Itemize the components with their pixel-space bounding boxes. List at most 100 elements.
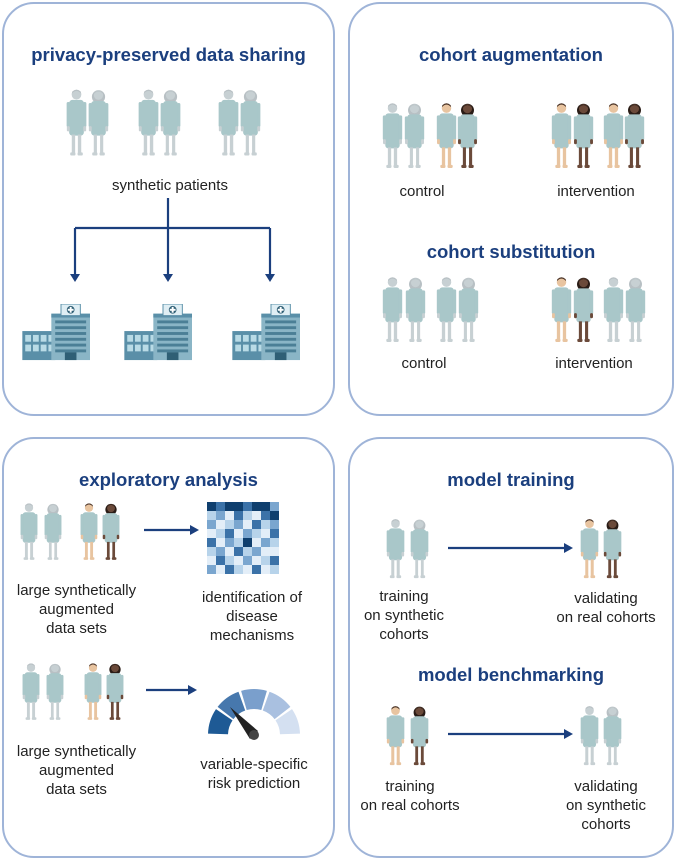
patient-icon (410, 518, 429, 580)
heatmap-cell (261, 520, 270, 529)
patient-icon (160, 88, 181, 158)
sub-control-label: control (401, 355, 447, 372)
patient-icon (66, 88, 87, 158)
arrow-right-icon (144, 525, 199, 535)
augmentation-title: cohort augmentation (419, 44, 603, 65)
heatmap-cell (252, 529, 261, 538)
heatmap-cell (261, 538, 270, 547)
bench-left-label: training on real cohorts (360, 778, 460, 814)
gauge-hub (249, 730, 259, 740)
hospital-icon (124, 304, 202, 362)
patient-icon (88, 88, 109, 158)
heatmap-cell (207, 502, 216, 511)
arrow-right-icon (448, 543, 573, 553)
heatmap-cell (216, 529, 225, 538)
heatmap-cell (234, 511, 243, 520)
patient-icon (22, 662, 40, 722)
panel-data-sharing: privacy-preserved data sharing synthetic… (2, 2, 335, 416)
heatmap-cell (234, 520, 243, 529)
heatmap-icon (207, 502, 279, 574)
heatmap-cell (243, 502, 252, 511)
heatmap-cell (261, 529, 270, 538)
patient-icon (624, 102, 645, 170)
aug-intervention-label: intervention (557, 183, 635, 200)
heatmap-cell (261, 502, 270, 511)
patient-icon (436, 276, 457, 344)
patient-icon (573, 102, 594, 170)
heatmap-cell (234, 547, 243, 556)
patient-icon (551, 276, 572, 344)
heatmap-cell (216, 538, 225, 547)
heatmap-cell (252, 520, 261, 529)
heatmap-cell (252, 538, 261, 547)
patient-icon (386, 518, 405, 580)
heatmap-cell (234, 565, 243, 574)
patient-icon (457, 102, 478, 170)
synthetic-patients-label: synthetic patients (112, 177, 228, 194)
panel-title: privacy-preserved data sharing (31, 44, 306, 65)
arrow-right-icon (146, 685, 197, 695)
heatmap-cell (216, 511, 225, 520)
heatmap-cell (234, 502, 243, 511)
heatmap-cell (243, 565, 252, 574)
arrow-right-icon (448, 729, 573, 739)
heatmap-cell (225, 547, 234, 556)
patient-icon (573, 276, 594, 344)
aug-control-label: control (399, 183, 445, 200)
hospital-icon (22, 304, 100, 362)
exploratory-title: exploratory analysis (79, 469, 258, 490)
heatmap-cell (252, 556, 261, 565)
patient-icon (458, 276, 479, 344)
heatmap-cell (270, 547, 279, 556)
patient-icon (603, 518, 622, 580)
heatmap-cell (270, 511, 279, 520)
heatmap-cell (216, 520, 225, 529)
heatmap-cell (216, 556, 225, 565)
heatmap-cell (207, 520, 216, 529)
heatmap-cell (261, 556, 270, 565)
heatmap-cell (225, 511, 234, 520)
patient-icon (386, 705, 405, 767)
heatmap-cell (270, 556, 279, 565)
training-left-label: training on synthetic cohorts (363, 588, 445, 643)
patient-icon (405, 276, 426, 344)
gauge-segment (241, 689, 267, 711)
substitution-title: cohort substitution (426, 241, 596, 262)
panel-model: model training training on synthetic coh… (348, 437, 674, 858)
sub-intervention-label: intervention (555, 355, 633, 372)
heatmap-cell (270, 538, 279, 547)
patient-icon (44, 502, 62, 562)
row1-left-label: large synthetically augmented data sets (16, 582, 137, 637)
panel-cohort: cohort augmentation control intervention… (348, 2, 674, 416)
patient-icon (84, 662, 102, 722)
distribution-arrows (70, 198, 275, 282)
heatmap-cell (225, 565, 234, 574)
patient-icon (436, 102, 457, 170)
training-right-label: validating on real cohorts (556, 590, 656, 626)
patient-icon (138, 88, 159, 158)
heatmap-cell (207, 556, 216, 565)
patient-icon (106, 662, 124, 722)
heatmap-cell (225, 529, 234, 538)
heatmap-cell (261, 511, 270, 520)
patient-icon (218, 88, 239, 158)
hospital-icon (232, 304, 310, 362)
heatmap-cell (252, 502, 261, 511)
heatmap-cell (243, 556, 252, 565)
row2-left-label: large synthetically augmented data sets (16, 743, 137, 798)
heatmap-cell (216, 565, 225, 574)
patient-icon (382, 276, 403, 344)
heatmap-cell (252, 565, 261, 574)
patient-icon (46, 662, 64, 722)
gauge-segment (208, 709, 233, 735)
heatmap-cell (270, 520, 279, 529)
patient-icon (20, 502, 38, 562)
patient-icon (603, 705, 622, 767)
heatmap-cell (261, 547, 270, 556)
heatmap-cell (216, 502, 225, 511)
gauge-segment (275, 709, 300, 735)
heatmap-cell (243, 511, 252, 520)
heatmap-cell (225, 502, 234, 511)
model-benchmarking-title: model benchmarking (417, 664, 605, 685)
gauge-segment (262, 691, 291, 720)
